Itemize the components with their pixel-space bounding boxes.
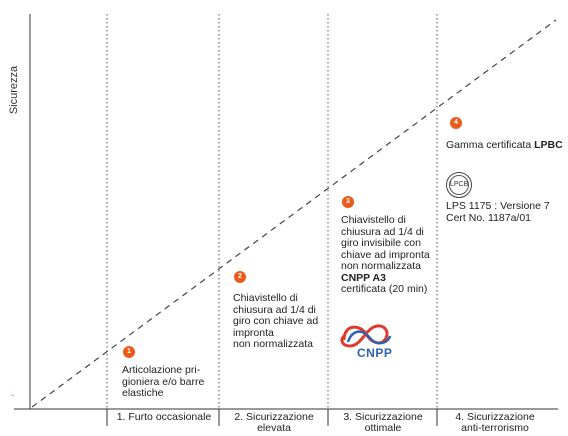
step-badge-3: 3 xyxy=(342,196,354,208)
step-text-2: Chiavistello di chiusura ad 1/4 di giro … xyxy=(233,292,319,350)
category-ticks xyxy=(106,409,438,426)
category-label-1: 1. Furto occasionale xyxy=(116,411,212,423)
lpcb-logo: LPCB xyxy=(446,172,472,198)
lpcb-logo-text: LPCB xyxy=(449,175,469,195)
cnpp-logo-text: CNPP xyxy=(357,346,393,360)
category-label-3: 3. Sicurizzazione ottimale xyxy=(343,411,423,434)
step-text-1: Articolazione pri- gioniera e/o barre el… xyxy=(122,364,205,399)
y-axis-label: Sicurezza xyxy=(8,65,20,115)
column-separators xyxy=(106,14,438,409)
step-text-3-body: Chiavistello di chiusura ad 1/4 di giro … xyxy=(341,214,430,272)
step-badge-4: 4 xyxy=(450,117,462,129)
step-text-3-cert: CNPP A3 xyxy=(341,271,386,284)
step-text-4-cert: LPBC xyxy=(534,139,563,151)
step-text-4-body: Gamma certificata xyxy=(446,139,535,151)
category-label-2: 2. Sicurizzazione elevata xyxy=(234,411,314,434)
origin-mark: - xyxy=(11,390,14,400)
step-text-3: Chiavistello di chiusura ad 1/4 di giro … xyxy=(341,214,433,296)
step-badge-1: 1 xyxy=(123,346,135,358)
step-text-4: Gamma certificata LPBC xyxy=(446,139,566,152)
certification-text: LPS 1175 : Versione 7 Cert No. 1187a/01 xyxy=(446,200,550,224)
step-text-3-tail: certificata (20 min) xyxy=(341,283,428,295)
cnpp-logo xyxy=(340,324,392,348)
step-badge-2: 2 xyxy=(234,271,246,283)
category-label-4: 4. Sicurizzazione anti-terrorismo xyxy=(455,411,535,434)
security-trend-line xyxy=(31,19,557,408)
